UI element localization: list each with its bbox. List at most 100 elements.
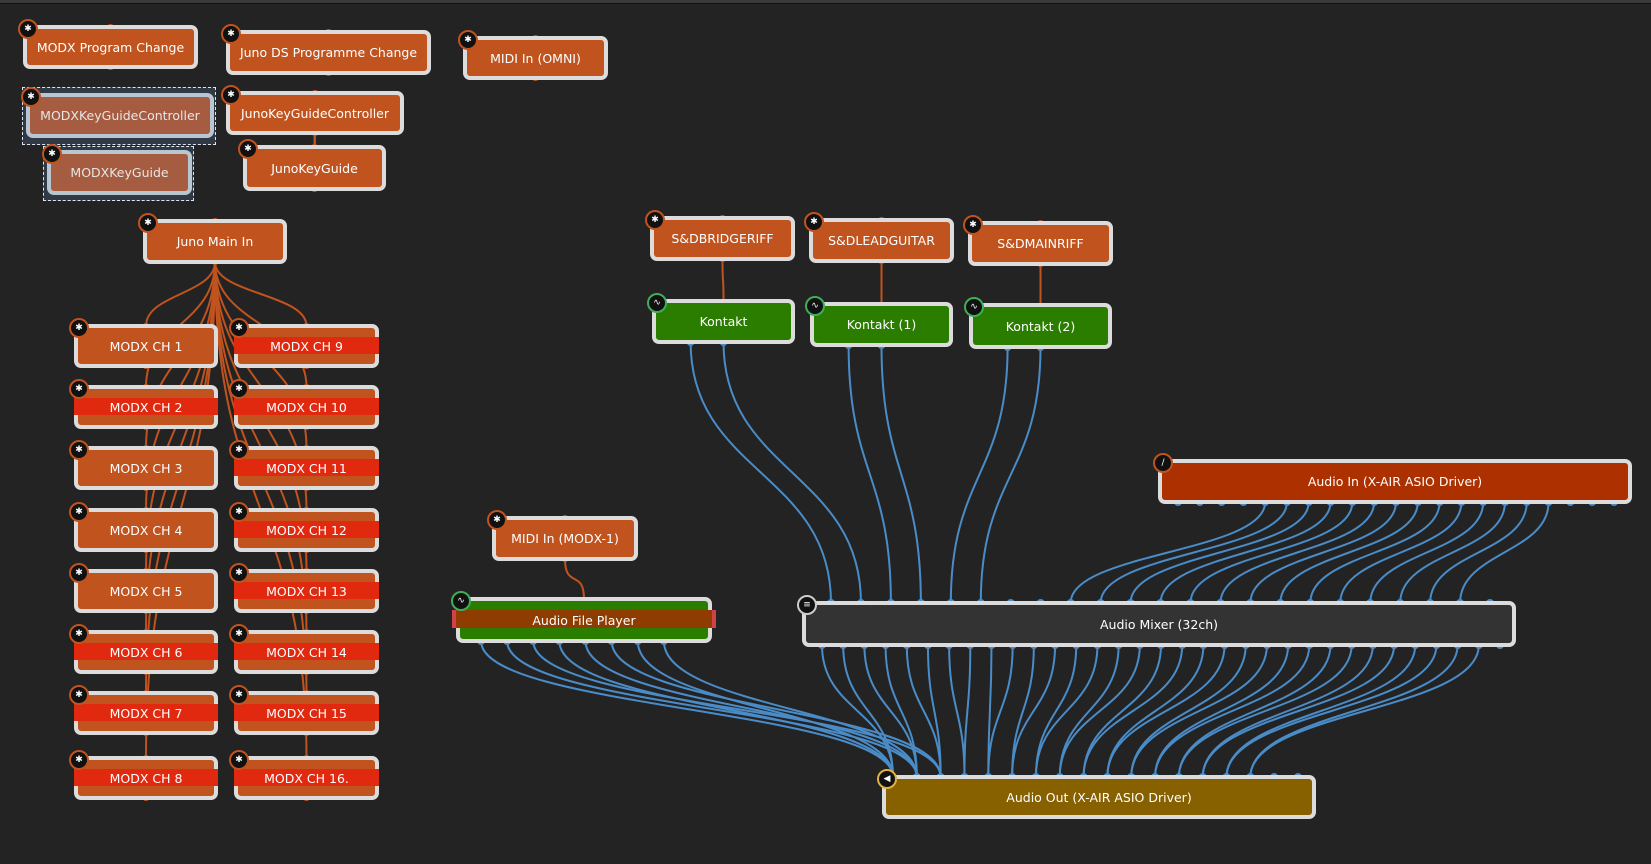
- node-juno-kgc[interactable]: ✱JunoKeyGuideController: [221, 85, 404, 135]
- audio-wire: [1129, 501, 1310, 604]
- audio-wire: [1154, 644, 1311, 778]
- audio-wire: [1058, 644, 1141, 778]
- audio-wire: [610, 640, 942, 778]
- node-label: MODX CH 4: [109, 522, 183, 538]
- node-sd-main[interactable]: ✱S&DMAINRIFF: [963, 215, 1113, 266]
- node-sd-lead[interactable]: ✱ S&DLEADGUITAR: [804, 212, 954, 263]
- node-label: MODX CH 6: [109, 644, 183, 660]
- highlight-stripe: [234, 581, 379, 599]
- audio-wire: [1399, 501, 1506, 604]
- node-ch13[interactable]: ✱MODX CH 13: [229, 563, 379, 613]
- node-mixer[interactable]: ≡ Audio Mixer (32ch): [797, 595, 1516, 647]
- node-kontakt0[interactable]: ∿Kontakt: [647, 293, 795, 344]
- midi-port-icon: ✱: [963, 215, 983, 235]
- node-label: MODX CH 15: [266, 705, 347, 721]
- node-ch1[interactable]: ✱MODX CH 1: [69, 318, 218, 368]
- highlight-stripe: [456, 610, 712, 629]
- node-midi-modx1[interactable]: ✱MIDI In (MODX-1): [487, 510, 638, 561]
- node-label: S&DBRIDGERIFF: [671, 231, 774, 246]
- audio-wire: [1369, 501, 1485, 604]
- node-ch2[interactable]: ✱MODX CH 2: [69, 379, 218, 429]
- node-modx-kgc[interactable]: ✱MODXKeyGuideController: [21, 87, 214, 138]
- midi-port-icon: ✱: [229, 379, 249, 399]
- midi-port-icon: ✱: [458, 30, 478, 50]
- node-modx-kg[interactable]: ✱MODXKeyGuide: [42, 144, 192, 195]
- audio-wire: [1429, 501, 1528, 604]
- node-label: MODX CH 16.: [264, 770, 349, 786]
- node-label: S&DLEADGUITAR: [828, 233, 935, 248]
- node-label: Juno DS Programme Change: [239, 45, 418, 60]
- midi-port-icon: ✱: [804, 212, 824, 232]
- node-label: Audio File Player: [532, 612, 636, 628]
- node-sd-bridge[interactable]: ✱S&DBRIDGERIFF: [645, 210, 795, 261]
- highlight-stripe: [234, 397, 379, 415]
- midi-port-icon: ✱: [229, 502, 249, 522]
- audio-wire: [636, 640, 894, 778]
- mixer-sliders-icon: ≡: [797, 595, 817, 615]
- window-top-border: [0, 0, 1651, 4]
- highlight-stripe: [74, 642, 218, 660]
- node-ch16[interactable]: ✱ MODX CH 16.: [229, 750, 379, 800]
- audio-wire: [1189, 501, 1354, 604]
- midi-port-icon: ✱: [221, 85, 241, 105]
- midi-port-icon: ✱: [229, 624, 249, 644]
- node-label: Audio Mixer (32ch): [1099, 616, 1219, 632]
- node-label: MODX CH 11: [266, 460, 347, 476]
- midi-port-icon: ✱: [42, 144, 62, 164]
- node-ch12[interactable]: ✱MODX CH 12: [229, 502, 379, 552]
- midi-port-icon: ✱: [229, 318, 249, 338]
- audio-wire: [1099, 501, 1288, 604]
- audio-wire: [1159, 501, 1332, 604]
- node-ch9[interactable]: ✱MODX CH 9: [229, 318, 379, 368]
- audio-wire: [1082, 644, 1184, 778]
- node-kontakt2[interactable]: ∿Kontakt (2): [964, 297, 1112, 349]
- node-ch15[interactable]: ✱MODX CH 15: [229, 685, 379, 735]
- node-ch5[interactable]: ✱MODX CH 5: [69, 563, 218, 613]
- audio-wire: [532, 640, 942, 778]
- audio-wire: [506, 640, 918, 778]
- midi-port-icon: ✱: [69, 440, 89, 460]
- midi-wire: [564, 558, 585, 600]
- microphone-icon: /: [1153, 453, 1173, 473]
- node-juno-main[interactable]: ✱Juno Main In: [138, 213, 287, 264]
- audio-wire: [1177, 644, 1353, 778]
- midi-port-icon: ✱: [69, 502, 89, 522]
- node-label: MODX CH 8: [109, 770, 183, 786]
- node-midi-omni[interactable]: ✱ MIDI In (OMNI): [458, 30, 608, 80]
- midi-port-icon: ✱: [229, 750, 249, 770]
- node-player[interactable]: ∿ Audio File Player: [451, 591, 712, 643]
- node-ch4[interactable]: ✱ MODX CH 4: [69, 502, 218, 552]
- node-label: MODX CH 2: [109, 399, 183, 415]
- highlight-stripe: [234, 768, 379, 786]
- speaker-icon: ◀: [877, 769, 897, 789]
- highlight-stripe: [234, 642, 379, 660]
- node-ch10[interactable]: ✱MODX CH 10: [229, 379, 379, 429]
- audio-wire: [480, 640, 894, 778]
- node-label: MIDI In (OMNI): [490, 50, 581, 66]
- node-juno-pc[interactable]: ✱Juno DS Programme Change: [221, 24, 431, 75]
- node-juno-kg[interactable]: ✱JunoKeyGuide: [238, 139, 386, 191]
- audio-wire: [842, 644, 894, 778]
- node-ch7[interactable]: ✱MODX CH 7: [69, 685, 218, 735]
- waveform-icon: ∿: [451, 591, 471, 611]
- waveform-icon: ∿: [964, 297, 984, 317]
- node-modx-pc[interactable]: ✱MODX Program Change: [18, 19, 198, 69]
- node-ch3[interactable]: ✱MODX CH 3: [69, 440, 218, 490]
- audio-wire: [1011, 644, 1057, 778]
- audio-wire: [1106, 644, 1226, 778]
- node-kontakt1[interactable]: ∿Kontakt (1): [805, 296, 953, 347]
- highlight-stripe: [74, 768, 218, 786]
- audio-wire: [1201, 644, 1396, 778]
- midi-wire: [145, 261, 216, 327]
- node-ch6[interactable]: ✱MODX CH 6: [69, 624, 218, 674]
- audio-wire: [1249, 501, 1397, 604]
- node-ch11[interactable]: ✱MODX CH 11: [229, 440, 379, 490]
- audio-wire: [1069, 501, 1267, 604]
- node-ch14[interactable]: ✱MODX CH 14: [229, 624, 379, 674]
- node-audio-in[interactable]: /Audio In (X-AIR ASIO Driver): [1153, 453, 1632, 504]
- node-ch8[interactable]: ✱MODX CH 8: [69, 750, 218, 800]
- node-audio-out[interactable]: ◀Audio Out (X-AIR ASIO Driver): [877, 769, 1316, 819]
- audio-wire: [558, 640, 894, 778]
- highlight-stripe: [234, 703, 379, 721]
